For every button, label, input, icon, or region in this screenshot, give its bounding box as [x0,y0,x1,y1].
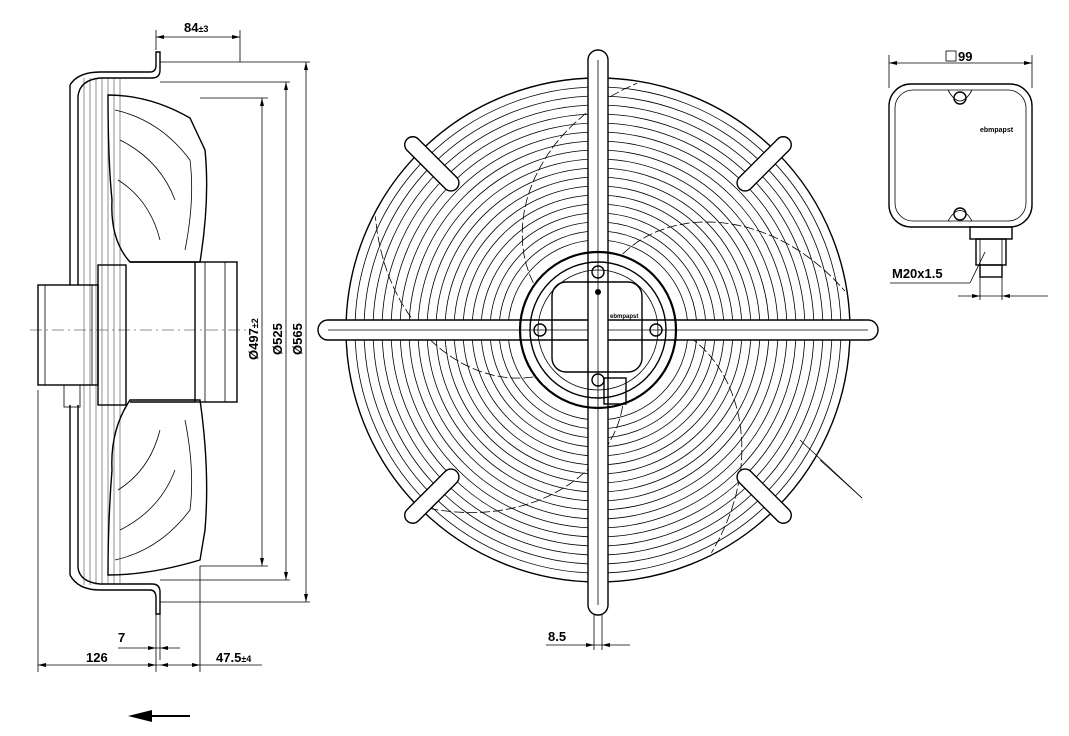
front-view: ebmpapst [317,49,879,616]
dim-diameter-outer: Ø565 [290,323,305,355]
side-dimensions [37,30,310,672]
brand-front: ebmpapst [610,314,638,320]
blade-curve [421,406,624,514]
blade-curve [622,221,846,292]
square-symbol [945,50,957,62]
side-cable-gland [63,384,81,408]
motor-block [37,284,99,386]
dim-rod-thickness: 8.5 [548,629,566,644]
terminal-box-outline [888,83,1033,228]
hub-side [194,261,238,403]
terminal-box-front [551,281,643,373]
hub-ring-inner [529,261,667,399]
dim-hub-offset: 47.5±4 [216,650,251,665]
blade-curve [374,216,534,379]
brand-terminal-box: ebmpapst [980,127,1014,134]
guard-spokes [404,136,792,524]
dim-terminal-box: 99 [958,49,972,64]
blade-lower [107,399,208,576]
arrow-left-icon [128,710,190,722]
dim-motor-length: 126 [86,650,108,665]
terminal-cable-gland [969,226,1013,278]
dim-flange-thickness: 7 [118,630,125,645]
hub-screws [533,265,663,387]
dim-diameter-mid: Ø525 [270,323,285,355]
dim-diameter-inner: Ø497±2 [246,318,261,360]
rod-dimension [546,615,630,650]
cable-gland-front [603,377,627,405]
guard-side-outline [69,51,161,285]
hub-ring-outer [518,250,678,410]
terminal-box-view: 99 ebmpapst M20x1.5 [888,49,1048,300]
guard-side-stripes [83,78,121,585]
blade-curve [677,329,743,553]
side-view [30,51,250,615]
dim-guard-depth: 84±3 [184,20,208,35]
dim-cable-gland: M20x1.5 [892,266,943,281]
